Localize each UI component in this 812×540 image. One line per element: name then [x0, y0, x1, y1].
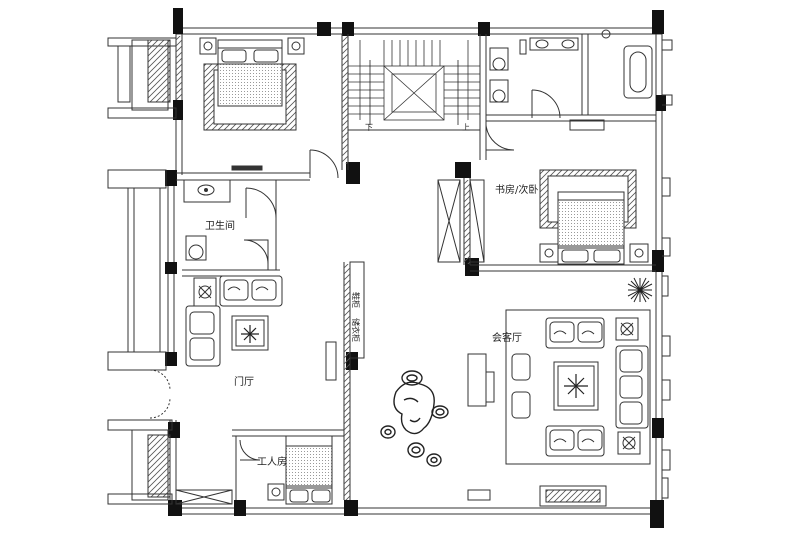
stair-up-label: 上	[462, 123, 470, 132]
bathroom-label: 卫生间	[205, 219, 235, 232]
guest-bathroom-fixtures	[183, 179, 277, 270]
stair-down-label: 下	[365, 123, 373, 132]
master-bedroom-door	[309, 149, 339, 179]
entrance-hall-label: 门厅	[234, 375, 254, 388]
left-balconies	[107, 37, 177, 505]
potted-plant-icon	[627, 277, 653, 303]
right-bays	[662, 39, 673, 499]
staircase	[348, 40, 480, 125]
shoe-cabinet-label: 鞋柜	[351, 292, 361, 308]
servant-room-label: 工人房	[257, 455, 287, 468]
hatched-walls	[176, 36, 470, 500]
storage-cabinet-label: 储衣柜	[351, 318, 361, 342]
structural-columns	[165, 8, 666, 528]
servant-room-furniture	[175, 435, 333, 505]
entrance-hall-furniture	[185, 275, 337, 381]
master-bathroom-fixtures	[485, 29, 653, 151]
living-room-furniture	[467, 309, 651, 507]
rock-garden	[380, 370, 449, 467]
master-bedroom-furniture	[199, 37, 305, 171]
study-bedroom-label: 书房/次卧	[495, 183, 538, 196]
study-bedroom-furniture	[437, 169, 649, 265]
living-room-label: 会客厅	[492, 331, 522, 344]
